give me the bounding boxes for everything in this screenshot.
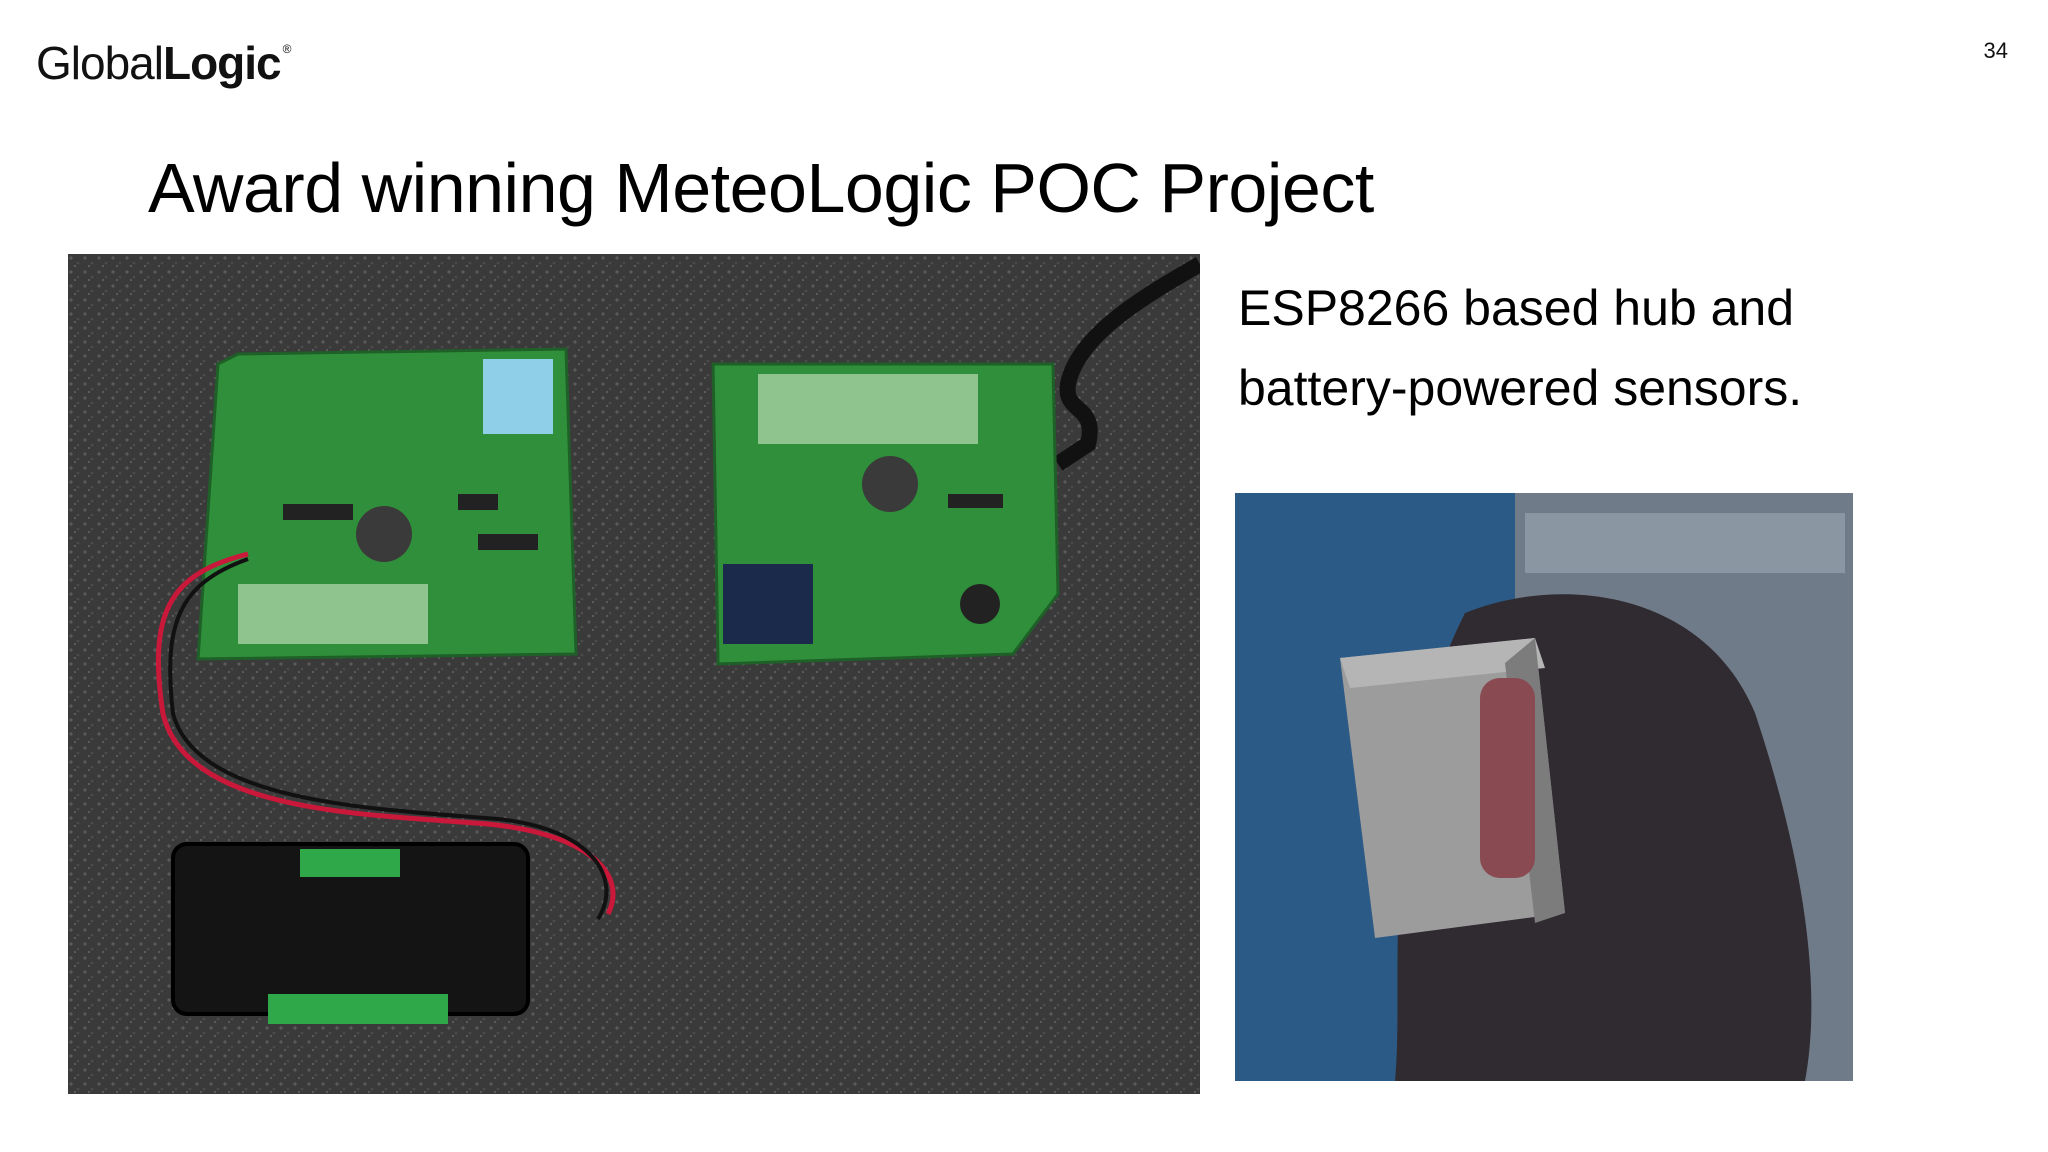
pcb-boards-photo	[68, 254, 1200, 1094]
page-number: 34	[1983, 38, 2008, 63]
globallogic-logo: GlobalLogic®	[36, 37, 291, 89]
description: ESP8266 based hub and battery-powered se…	[1238, 268, 1938, 428]
slide-title: Award winning MeteoLogic POC Project	[148, 149, 1374, 227]
sensor-in-hand-illustration	[1235, 493, 1853, 1081]
description-line-2: battery-powered sensors.	[1238, 360, 1803, 416]
pcb-boards-illustration	[68, 254, 1200, 1094]
description-line-1: ESP8266 based hub and	[1238, 280, 1795, 336]
humidity-sensor-shape	[483, 359, 553, 434]
sensor-in-hand-photo	[1235, 493, 1853, 1081]
